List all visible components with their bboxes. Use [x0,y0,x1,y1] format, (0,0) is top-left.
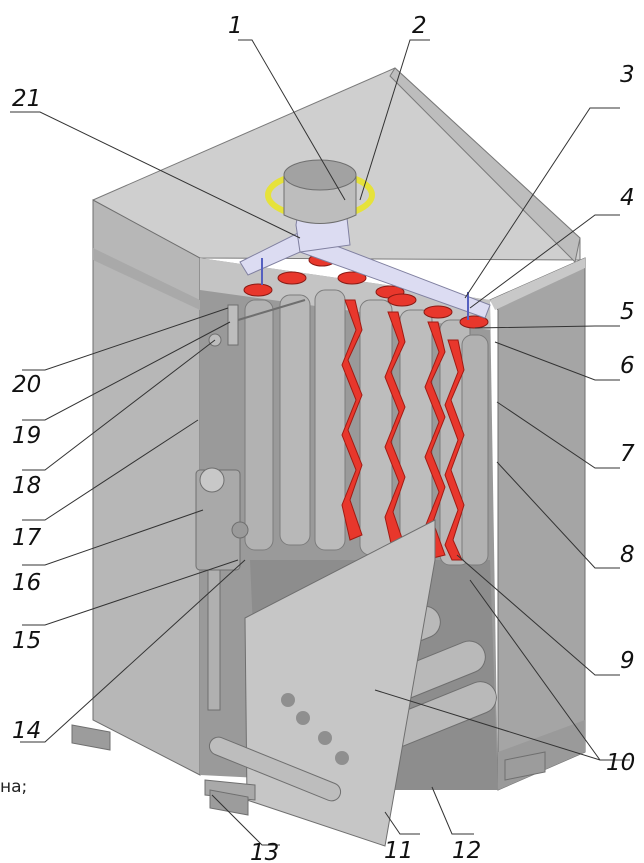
leader-line-8 [496,461,620,569]
label-14: 14 [12,718,41,744]
label-20: 20 [12,372,41,398]
label-2: 2 [412,13,427,39]
label-7: 7 [620,441,635,467]
label-12: 12 [452,838,481,863]
label-18: 18 [12,473,41,499]
label-9: 9 [620,648,635,674]
label-1: 1 [228,13,243,39]
leader-line-20 [22,307,229,371]
label-6: 6 [620,353,635,379]
label-15: 15 [12,628,41,654]
leader-line-1 [238,39,346,201]
label-10: 10 [606,750,635,776]
chimney-opening [283,159,357,191]
foot [71,724,111,751]
control-components [195,299,306,711]
tube-cap [337,271,367,285]
leader-line-2 [359,39,430,201]
flue-tubes [244,289,489,566]
flue-tube [244,299,274,551]
turbulator [424,321,446,559]
leader-line-13 [211,794,280,846]
burner-front-plate [244,519,436,847]
label-17: 17 [12,525,42,551]
flue-tube [279,294,311,546]
leader-line-15 [22,559,239,626]
tube-cap [277,271,307,285]
control-knob [199,467,225,493]
callout-numbers: 1 2 3 4 5 6 7 8 9 10 11 12 13 14 15 16 1… [0,13,635,863]
leader-line-6 [494,341,620,381]
leader-line-18 [22,339,216,471]
label-5: 5 [620,299,635,325]
label-13: 13 [250,840,279,863]
label-11: 11 [384,838,413,863]
feet [71,724,546,816]
leader-line-10b [374,689,630,761]
leader-line-12 [431,786,474,835]
right-side-panel [489,257,586,791]
tube-cap [387,293,417,307]
label-3: 3 [620,62,635,88]
turbulators [341,299,465,561]
label-19: 19 [12,423,41,449]
leader-lines [10,39,630,846]
leader-line-19 [22,321,231,421]
foot [209,789,249,816]
foot [504,751,546,781]
label-16: 16 [12,570,41,596]
leader-line-17 [22,419,199,521]
leader-line-4 [469,214,620,309]
tube-cap [243,283,273,297]
flue-collector [239,159,491,320]
turbulator [341,299,363,541]
leader-line-5 [474,325,620,329]
inspection-hole [281,693,295,707]
gas-manifold [208,736,342,802]
left-side-panel [92,199,201,776]
label-8: 8 [620,542,635,568]
tube-cap [423,305,453,319]
leader-line-14 [20,559,246,743]
leader-line-16 [22,509,204,566]
label-21: 21 [12,86,41,112]
gas-pipe [207,569,221,711]
flue-tube [461,334,489,566]
leader-line-21 [10,111,301,239]
leader-line-3 [464,107,620,299]
flue-tube [314,289,346,551]
stray-text: на; [0,777,27,797]
leader-line-9 [456,554,620,676]
leader-line-7 [496,401,620,469]
leader-line-11 [384,811,420,835]
label-4: 4 [620,185,635,211]
